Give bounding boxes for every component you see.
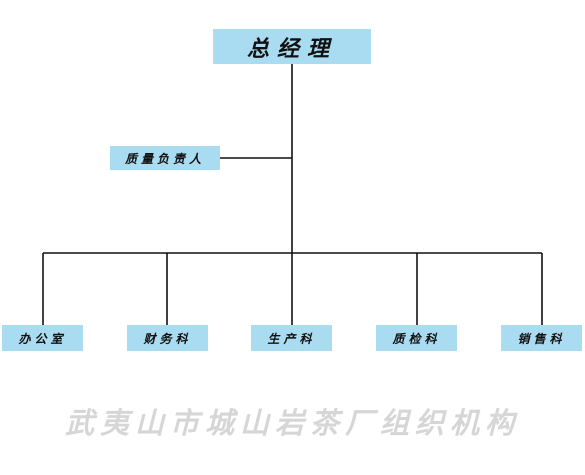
department-box-production: 生产科 — [251, 325, 332, 351]
department-box-sales: 销售科 — [501, 325, 582, 351]
department-box-quality-inspection: 质检科 — [376, 325, 457, 351]
department-box-finance: 财务科 — [127, 325, 208, 351]
general-manager-box: 总经理 — [213, 29, 371, 64]
quality-manager-box: 质量负责人 — [110, 146, 220, 170]
department-box-office: 办公室 — [2, 325, 83, 351]
watermark-caption: 武夷山市城山岩茶厂组织机构 — [64, 406, 520, 440]
